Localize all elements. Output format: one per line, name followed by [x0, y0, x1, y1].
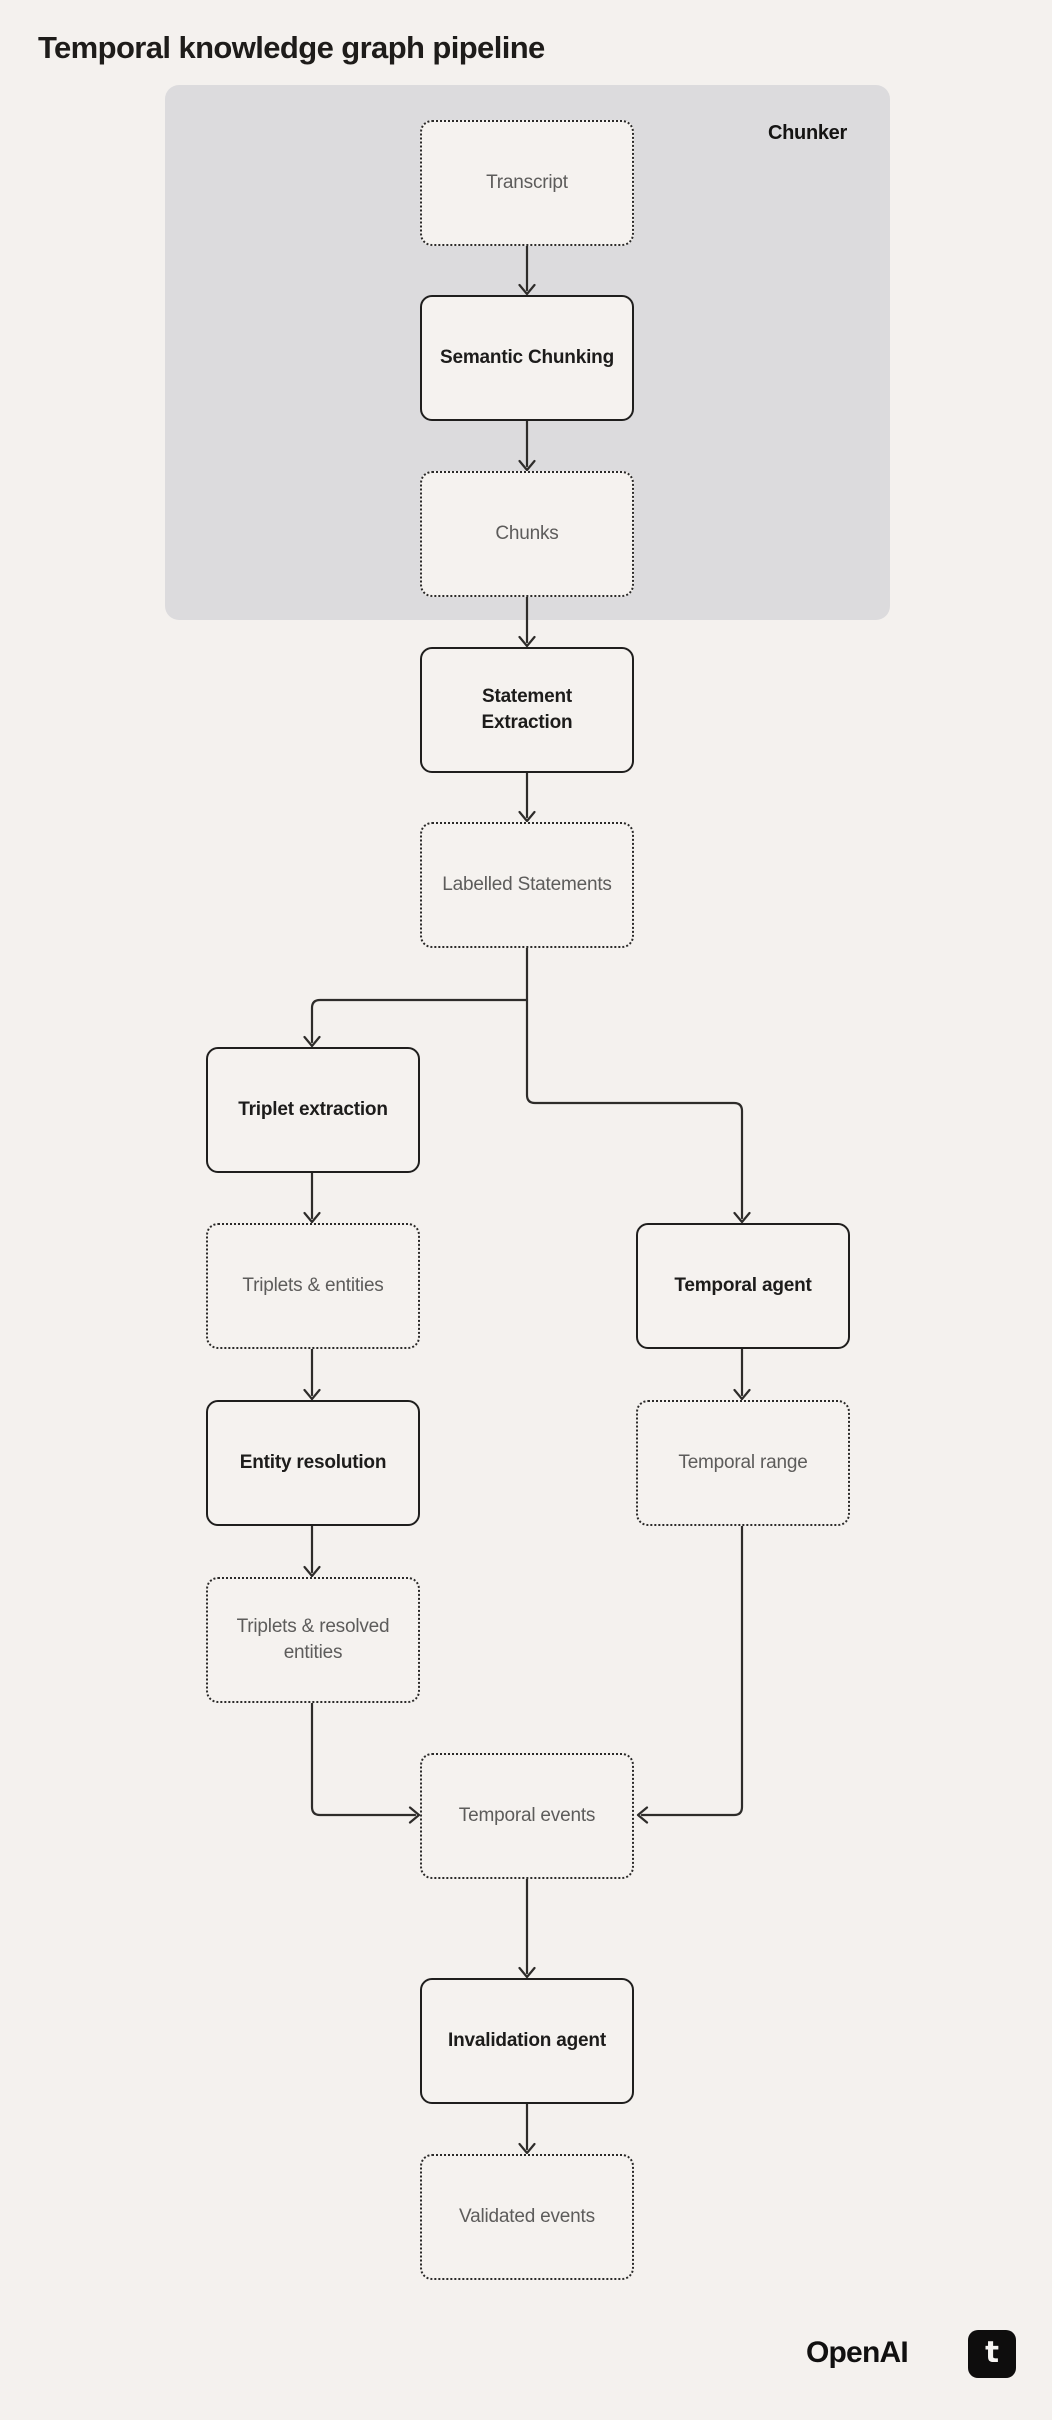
- node-label: Entity resolution: [239, 1452, 387, 1474]
- t-logo-letter: t: [985, 2335, 999, 2369]
- node-temporal-agent: Temporal agent: [636, 1223, 850, 1349]
- arrow-triplets-resolved-to-temporal-events: [310, 1701, 421, 1824]
- node-label: Temporal events: [458, 1805, 596, 1827]
- node-triplets-resolved-entities: Triplets & resolved entities: [206, 1577, 420, 1703]
- node-label: Labelled Statements: [442, 874, 612, 896]
- arrow-temporal-events-to-invalidation-agent: [518, 1876, 536, 1979]
- chunker-group-label: Chunker: [767, 122, 847, 144]
- node-triplet-extraction: Triplet extraction: [206, 1047, 420, 1173]
- node-label: Chunks: [495, 523, 559, 545]
- node-label: Triplets & resolved entities: [236, 1616, 390, 1663]
- node-label: Semantic Chunking: [440, 347, 614, 369]
- node-label: Triplet extraction: [238, 1099, 388, 1121]
- openai-wordmark: OpenAI: [806, 2336, 909, 2369]
- node-validated-events: Validated events: [420, 2154, 634, 2280]
- t-logo: t: [968, 2330, 1016, 2378]
- arrow-labelled-statements-to-temporal-agent: [525, 946, 751, 1224]
- node-temporal-range: Temporal range: [636, 1400, 850, 1526]
- node-semantic-chunking: Semantic Chunking: [420, 295, 634, 421]
- node-label: Validated events: [459, 2206, 595, 2228]
- node-statement-extraction: Statement Extraction: [420, 647, 634, 773]
- arrow-triplet-extraction-to-triplets-entities: [303, 1171, 321, 1224]
- arrow-labelled-statements-to-triplet-extraction: [303, 998, 529, 1048]
- arrow-invalidation-agent-to-validated-events: [518, 2102, 536, 2155]
- node-label: Statement Extraction: [481, 686, 573, 733]
- arrow-entity-resolution-to-triplets-resolved: [303, 1524, 321, 1578]
- node-label: Transcript: [486, 172, 568, 194]
- arrow-triplets-entities-to-entity-resolution: [303, 1347, 321, 1401]
- node-entity-resolution: Entity resolution: [206, 1400, 420, 1526]
- page-title: Temporal knowledge graph pipeline: [38, 30, 545, 65]
- node-temporal-events: Temporal events: [420, 1753, 634, 1879]
- node-invalidation-agent: Invalidation agent: [420, 1978, 634, 2104]
- node-label: Invalidation agent: [448, 2030, 606, 2052]
- node-triplets-entities: Triplets & entities: [206, 1223, 420, 1349]
- node-labelled-statements: Labelled Statements: [420, 822, 634, 948]
- node-label: Triplets & entities: [242, 1275, 384, 1297]
- arrow-statement-extraction-to-labelled-statements: [518, 771, 536, 823]
- node-chunks: Chunks: [420, 471, 634, 597]
- node-transcript: Transcript: [420, 120, 634, 246]
- node-label: Temporal range: [678, 1452, 808, 1474]
- node-label: Temporal agent: [674, 1275, 812, 1297]
- arrow-temporal-range-to-temporal-events: [636, 1524, 744, 1824]
- arrow-temporal-agent-to-temporal-range: [733, 1347, 751, 1401]
